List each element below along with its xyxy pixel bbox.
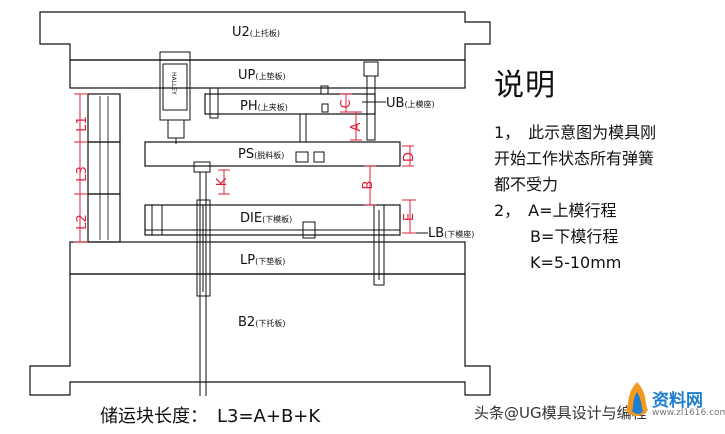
dim-e: E: [402, 213, 417, 221]
plate-ps: PS(脱料板): [144, 141, 401, 167]
lower-guide: [373, 204, 385, 286]
logo-site-url: www.zl1616.com: [652, 408, 725, 418]
note-1-line-3: 都不受力: [494, 175, 559, 194]
plate-lp-label: LP(下垫板): [240, 253, 285, 268]
spring-assembly: HALLEY: [159, 51, 191, 144]
guide-post: [193, 161, 211, 396]
plate-b2-label: B2(下托板): [238, 315, 285, 330]
plate-u2: U2(上托板): [39, 11, 491, 61]
callout-ub: UB(上模座): [386, 96, 435, 111]
dim-b: B: [361, 181, 376, 190]
logo-flame-icon: [626, 382, 648, 416]
stripper-bolt: [363, 61, 379, 141]
note-1-line-1: 1， 此示意图为模具刚: [494, 123, 657, 142]
callout-leaders: [362, 101, 428, 234]
watermark-text: 头条@UG模具设计与编程: [474, 404, 647, 422]
plate-u2-label: U2(上托板): [232, 25, 280, 40]
notes-panel: 说明 1， 此示意图为模具刚 开始工作状态所有弹簧 都不受力 2， A=上模行程…: [494, 66, 719, 276]
callout-lb: LB(下模座): [428, 226, 474, 241]
dimension-lines: [74, 93, 416, 243]
note-2-line-2: B=下模行程: [530, 227, 619, 246]
plate-die-label: DIE(下模板): [240, 211, 292, 226]
plate-up-label: UP(上垫板): [238, 68, 286, 83]
dim-d: D: [402, 152, 417, 162]
notes-title: 说明: [494, 68, 556, 103]
dim-k: K: [215, 177, 230, 186]
plate-lp: LP(下垫板): [69, 241, 466, 275]
plate-b2: B2(下托板): [29, 273, 491, 396]
note-1-line-2: 开始工作状态所有弹簧: [494, 149, 655, 168]
site-logo: 资料网 www.zl1616.com: [622, 380, 725, 430]
punch-assembly: [209, 85, 329, 142]
dim-l3: L3: [75, 166, 90, 182]
logo-site-name: 资料网: [652, 391, 703, 411]
spring-part-text: HALLEY: [170, 72, 177, 95]
plate-die: DIE(下模板): [144, 204, 401, 239]
dim-a: A: [349, 122, 364, 131]
note-2-line-3: K=5-10mm: [530, 253, 622, 272]
length-formula: 储运块长度： L3=A+B+K: [100, 406, 321, 427]
dim-c: C: [339, 99, 354, 108]
stop-blocks: [87, 93, 121, 243]
dim-l2: L2: [75, 214, 90, 230]
plate-ps-label: PS(脱料板): [238, 147, 284, 162]
dim-l1: L1: [75, 116, 90, 132]
note-2-line-1: 2， A=上模行程: [494, 201, 617, 220]
plate-up: UP(上垫板): [69, 59, 466, 89]
plate-ph-label: PH(上夹板): [240, 99, 288, 114]
